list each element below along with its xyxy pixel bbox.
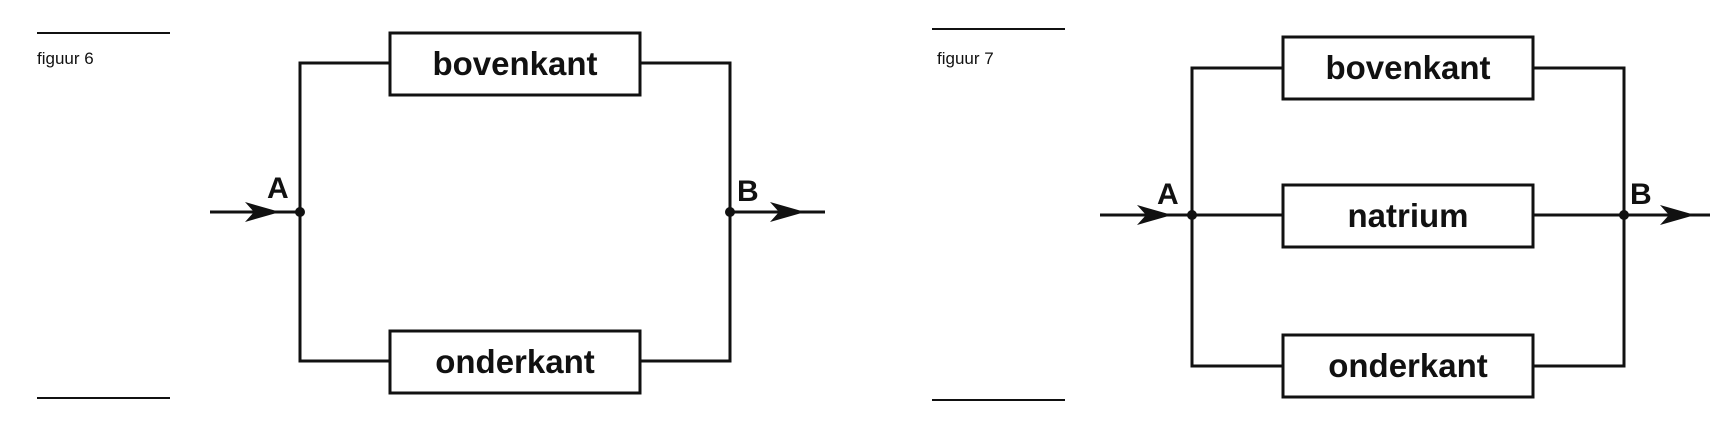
figure-6-node-b-label: B	[737, 175, 759, 208]
figure-7: figuur 7 A bovenkant natrium onderkant B	[932, 28, 1710, 401]
figure-6: figuur 6 A bovenkant onderkant B	[37, 31, 825, 399]
figure-6-box-bovenkant-label: bovenkant	[432, 45, 597, 82]
figure-7-caption: figuur 7	[937, 49, 994, 68]
figure-7-top-branch-left	[1190, 66, 1283, 215]
figure-7-box-bovenkant-label: bovenkant	[1325, 49, 1490, 86]
figure-6-input-arrowhead	[245, 202, 280, 222]
figure-7-input-arrowhead	[1137, 205, 1172, 225]
figure-6-node-a-label: A	[267, 172, 289, 205]
figure-6-box-onderkant	[388, 329, 642, 395]
figure-6-bottom-branch-left	[298, 212, 390, 363]
figure-7-node-b-label: B	[1630, 178, 1652, 211]
figure-6-bottom-branch-right	[640, 212, 732, 363]
figure-7-bottom-branch-right	[1533, 215, 1626, 368]
figure-7-node-a-label: A	[1157, 178, 1179, 211]
figure-7-top-branch-right	[1533, 66, 1626, 215]
figure-6-output-arrowhead	[770, 202, 805, 222]
figure-6-top-branch-left	[298, 61, 390, 212]
figure-6-box-onderkant-label: onderkant	[435, 343, 595, 380]
figure-7-box-bovenkant	[1281, 35, 1535, 101]
figure-7-bottom-branch-left	[1190, 215, 1283, 368]
figure-7-box-onderkant-label: onderkant	[1328, 347, 1488, 384]
figure-6-caption: figuur 6	[37, 49, 94, 68]
figure-7-box-onderkant	[1281, 333, 1535, 399]
figure-6-box-bovenkant	[388, 31, 642, 97]
figure-6-top-branch-right	[640, 61, 732, 212]
figure-7-box-natrium	[1281, 183, 1535, 249]
figure-7-output-arrowhead	[1660, 205, 1695, 225]
figure-7-box-natrium-label: natrium	[1347, 197, 1468, 234]
